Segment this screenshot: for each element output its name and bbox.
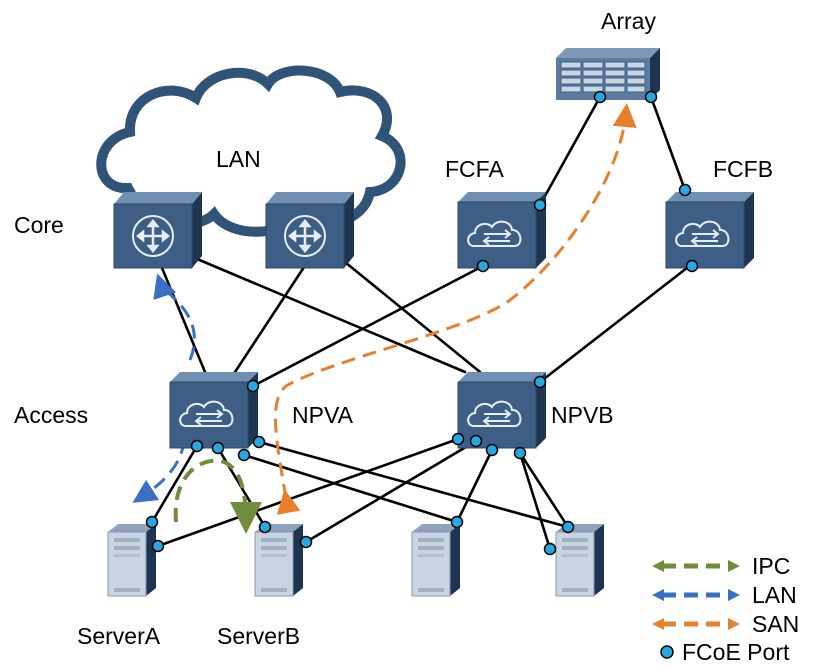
server-b xyxy=(254,523,304,597)
link-core2-npva xyxy=(233,256,312,374)
port-serverA-1 xyxy=(145,515,159,529)
server-a-label: ServerA xyxy=(77,623,161,649)
link-core2-npvb xyxy=(338,256,482,374)
fcfa-switch xyxy=(457,191,547,269)
legend-lan-label: LAN xyxy=(752,582,797,608)
port-npvb-d4 xyxy=(513,446,527,460)
port-npva-d1 xyxy=(190,439,204,453)
port-fcfb-up xyxy=(678,183,692,197)
lan-cloud-label: LAN xyxy=(216,146,261,172)
port-serverB-1 xyxy=(258,520,272,534)
fcfa-label: FCFA xyxy=(445,156,504,182)
link-npva-serverA xyxy=(150,444,199,524)
port-npva-d3 xyxy=(237,448,251,462)
core-switch-1 xyxy=(112,190,204,270)
port-array-2 xyxy=(644,90,658,104)
san-flow-arrow xyxy=(273,103,637,515)
access-label: Access xyxy=(14,402,89,428)
port-array-1 xyxy=(593,90,607,104)
server-a xyxy=(107,523,157,597)
fcoe-ports xyxy=(145,90,699,556)
port-server4-1 xyxy=(561,520,575,534)
npva-label: NPVA xyxy=(292,402,353,428)
core-switch-2 xyxy=(264,190,356,270)
legend-ipc-arrow xyxy=(652,560,740,572)
link-npvb-server3 xyxy=(455,448,494,524)
legend-lan-arrow xyxy=(652,589,740,601)
port-server4-2 xyxy=(543,542,557,556)
port-npvb-d1 xyxy=(451,432,465,446)
npvb-switch xyxy=(457,371,547,449)
lan-flow-arrow-up xyxy=(153,273,196,361)
port-server3-1 xyxy=(450,515,464,529)
link-array-fcfb xyxy=(649,95,687,192)
port-fcfb-down xyxy=(685,259,699,273)
server-b-label: ServerB xyxy=(217,623,301,649)
legend-san-arrow xyxy=(652,618,740,630)
legend-fcoe-port-dot xyxy=(660,645,674,659)
ipc-flow-arrow xyxy=(173,458,262,534)
port-npva-d4 xyxy=(252,435,266,449)
port-npvb-up xyxy=(533,375,547,389)
npva-switch xyxy=(169,371,259,449)
port-fcfa-down xyxy=(476,259,490,273)
legend-san-label: SAN xyxy=(752,611,800,637)
legend-ipc-label: IPC xyxy=(752,553,791,579)
server-3 xyxy=(411,523,461,597)
link-fcfa-npva xyxy=(251,264,485,388)
port-npvb-d3 xyxy=(485,443,499,457)
link-array-fcfa xyxy=(538,95,602,207)
link-npvb-server4b xyxy=(518,451,552,551)
port-npva-d2 xyxy=(211,441,225,455)
port-npva-up xyxy=(246,379,260,393)
port-npvb-d2 xyxy=(469,434,483,448)
fcfb-switch xyxy=(665,191,755,269)
link-core1-npvb xyxy=(188,254,467,374)
link-fcfb-npvb xyxy=(538,262,694,384)
server-4 xyxy=(555,523,605,597)
port-fcfa-up xyxy=(533,198,547,212)
npvb-label: NPVB xyxy=(551,402,614,428)
port-serverB-2 xyxy=(299,535,313,549)
port-serverA-2 xyxy=(151,539,165,553)
legend-fcoe-port-label: FCoE Port xyxy=(682,639,790,665)
fcfb-label: FCFB xyxy=(713,156,774,182)
array-label: Array xyxy=(601,8,656,34)
core-label: Core xyxy=(14,212,64,238)
link-core1-npva xyxy=(160,266,207,374)
storage-array xyxy=(556,48,660,100)
